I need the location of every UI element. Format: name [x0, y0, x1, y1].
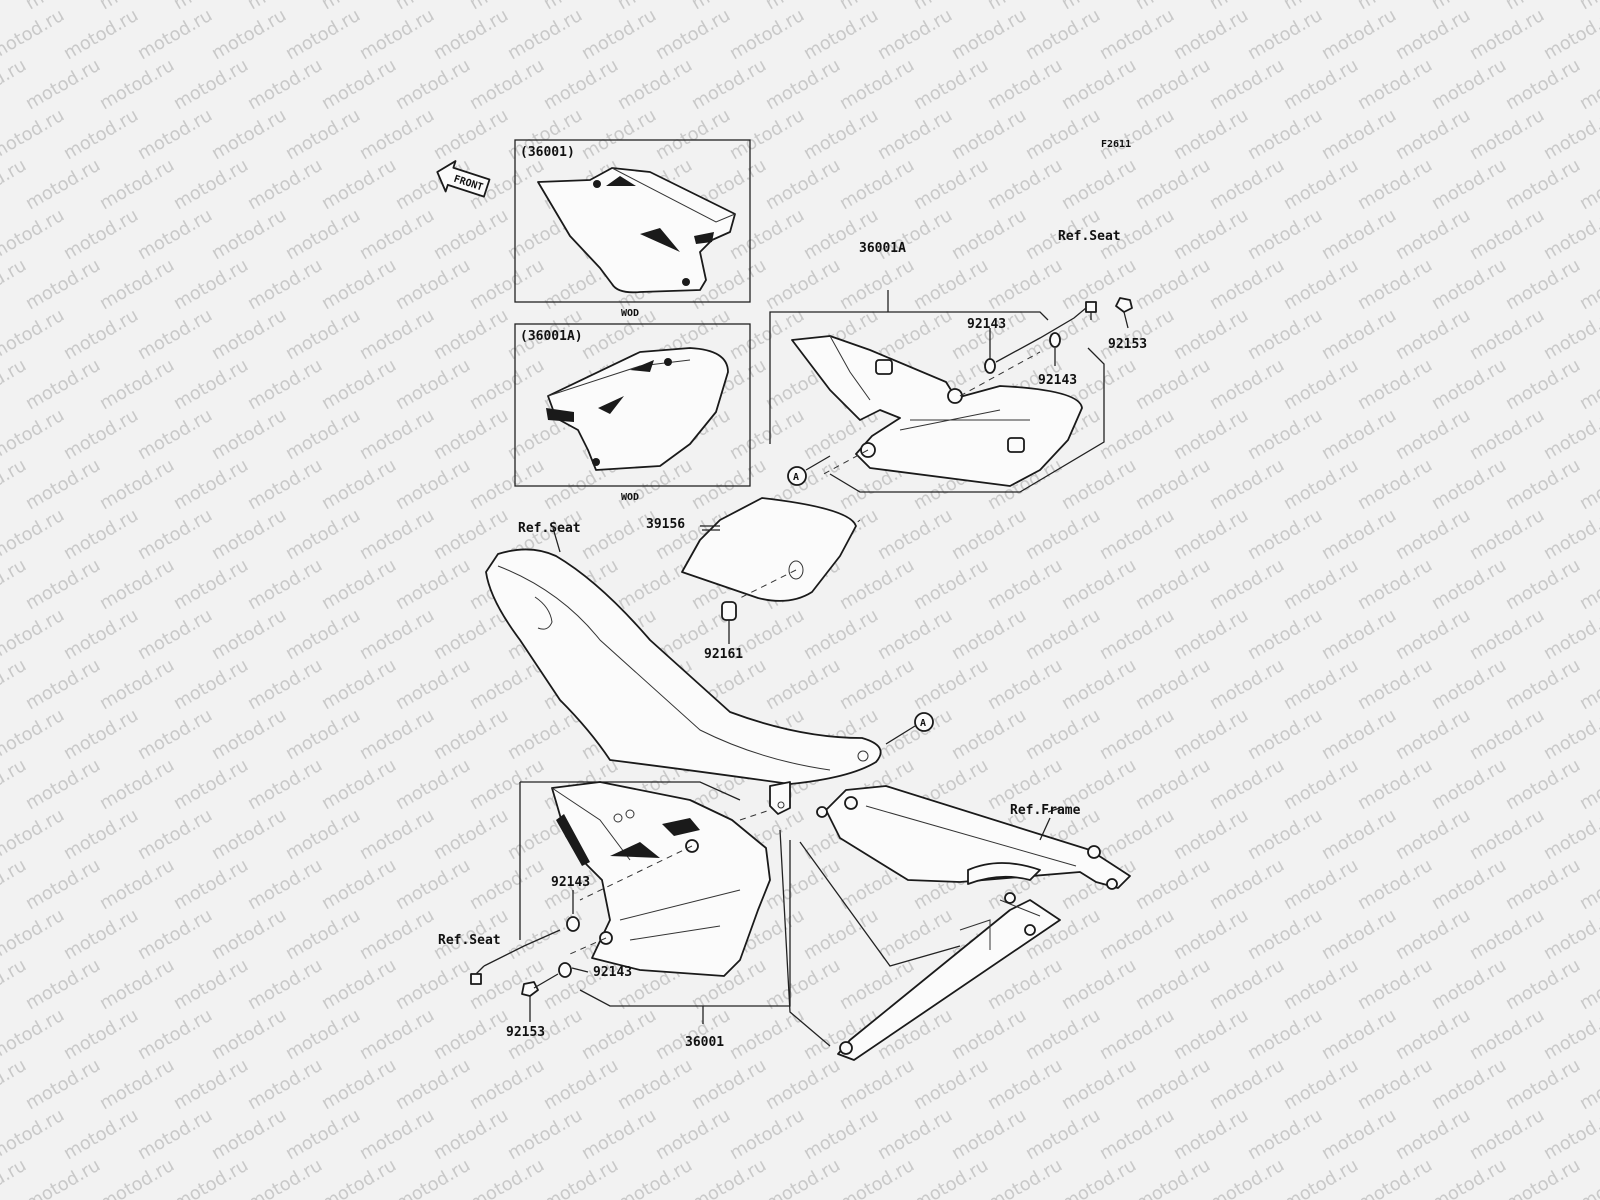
callout-92143-lower-a: 92143	[551, 875, 590, 890]
callout-36001A: 36001A	[859, 241, 906, 256]
side-cover-36001A-assembly	[769, 290, 1105, 579]
diagram-code: F2611	[1101, 139, 1131, 150]
callout-ref-frame: Ref.Frame	[1010, 803, 1081, 818]
marker-a-upper: A	[787, 466, 807, 486]
washer-92143-upper-a	[984, 358, 996, 374]
marker-a-upper-label: A	[793, 472, 799, 483]
callout-92161: 92161	[704, 647, 743, 662]
front-arrow-icon: FRONT	[436, 160, 491, 198]
grommet-92161	[721, 601, 737, 621]
bolt-ref-seat-lower	[470, 965, 485, 985]
rear-subframe-illustration	[816, 785, 1131, 1061]
inset-box-36001: (36001) WOD	[514, 139, 751, 319]
callout-ref-seat-top: Ref.Seat	[1058, 229, 1121, 244]
bolt-92153-upper	[1115, 297, 1133, 313]
plate-39156	[681, 497, 857, 602]
callout-36001: 36001	[685, 1035, 724, 1050]
marker-a-lower-label: A	[920, 718, 926, 729]
washer-92143-upper-b	[1049, 332, 1061, 348]
callout-ref-seat-lower: Ref.Seat	[438, 933, 501, 948]
callout-ref-seat-mid: Ref.Seat	[518, 521, 581, 536]
callout-92143-upper-a: 92143	[967, 317, 1006, 332]
bolt-92153-lower	[521, 981, 539, 997]
seat-mount-bracket	[769, 781, 791, 815]
callout-92143-upper-b: 92143	[1038, 373, 1077, 388]
callout-92143-lower-b: 92143	[593, 965, 632, 980]
inset-caption-36001A: WOD	[621, 492, 639, 503]
side-cover-right-illustration	[546, 347, 729, 471]
inset-part-label-36001A: (36001A)	[520, 329, 583, 344]
side-cover-left-illustration	[537, 167, 736, 294]
seat-illustration	[485, 548, 882, 785]
bolt-ref-seat-upper	[1085, 301, 1097, 320]
inset-part-label-36001: (36001)	[520, 145, 575, 160]
callout-39156: 39156	[646, 517, 685, 532]
side-cover-36001-assembly	[519, 781, 791, 1007]
washer-92143-lower-a	[566, 916, 580, 932]
inset-box-36001A: (36001A) WOD	[514, 323, 751, 503]
marker-a-lower: A	[914, 712, 934, 732]
callout-92153-upper: 92153	[1108, 337, 1147, 352]
inset-caption-36001: WOD	[621, 308, 639, 319]
washer-92143-lower-b	[558, 962, 572, 978]
callout-92153-lower: 92153	[506, 1025, 545, 1040]
